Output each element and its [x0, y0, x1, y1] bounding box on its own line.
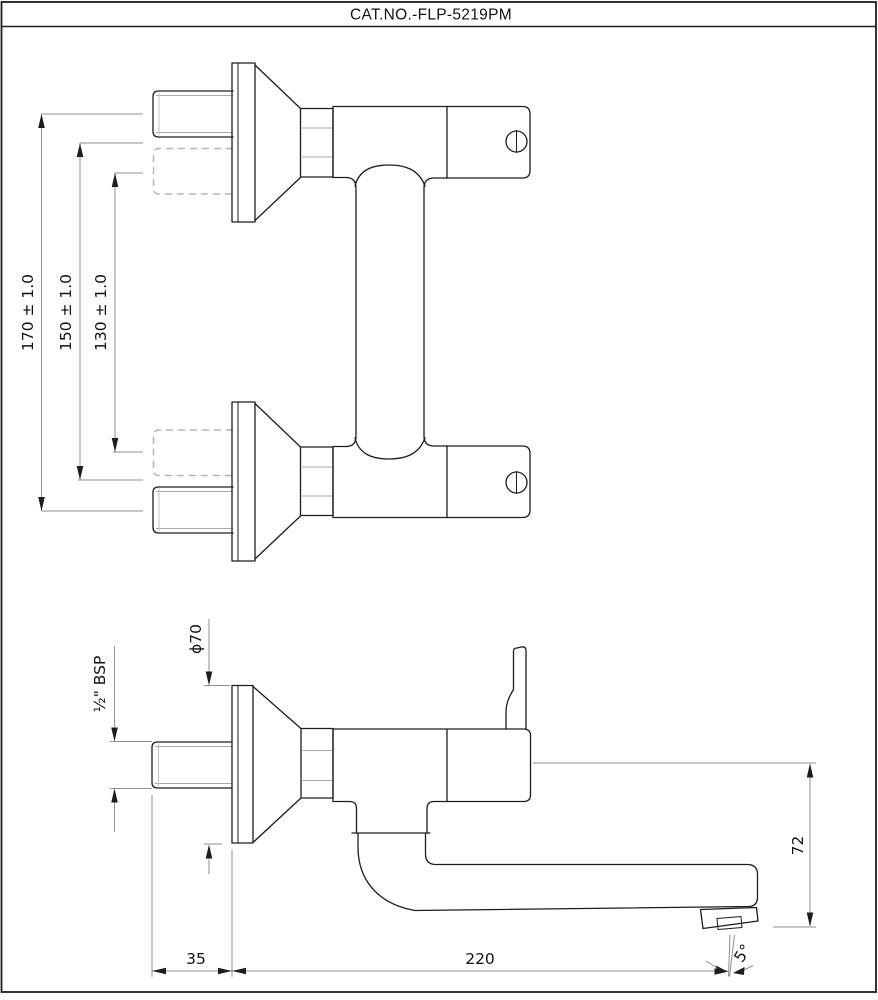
- cone-side: [252, 685, 302, 844]
- side-view: ϕ70 ½" BSP 35 220 5°: [91, 619, 816, 977]
- connecting-pipe: [345, 164, 435, 460]
- threaded-collar-bottom: [299, 446, 334, 517]
- threaded-collar-side: [300, 727, 334, 799]
- cone-bottom: [254, 402, 302, 560]
- dim-line-150: [78, 142, 143, 481]
- wall-flange-top: [231, 62, 334, 223]
- angle-dimension: 5°: [705, 934, 755, 977]
- valve-body-side: [332, 728, 532, 834]
- spout: [351, 832, 759, 930]
- inlet-nipple-side: [151, 741, 233, 789]
- valve-body-top: [332, 105, 531, 179]
- bsp-dimension: ½" BSP: [91, 646, 152, 832]
- arrowhead: [111, 173, 119, 187]
- dim-72: 72: [533, 762, 816, 928]
- dim-label-150: 150 ± 1.0: [57, 274, 75, 351]
- arrowhead: [38, 497, 45, 511]
- aerator-insert: [716, 916, 743, 930]
- valve-body-bottom: [332, 445, 531, 519]
- dia70-dimension: ϕ70: [187, 619, 230, 874]
- dim-label-72: 72: [789, 836, 807, 856]
- dim-label-dia70: ϕ70: [187, 624, 205, 654]
- dim-line-170: [41, 113, 143, 512]
- dim-label-35: 35: [186, 950, 206, 968]
- threaded-collar-top: [299, 107, 334, 178]
- arrowhead: [38, 114, 45, 128]
- arrowhead: [76, 466, 84, 480]
- lever-handle: [505, 646, 527, 730]
- catalog-number-title: CAT.NO.-FLP-5219PM: [350, 7, 512, 24]
- arrowhead: [111, 438, 119, 452]
- dim-line-130: [113, 172, 143, 453]
- body-dome-top: [354, 164, 426, 187]
- wall-flange-bottom: [231, 401, 334, 562]
- body-dome-bottom: [354, 437, 426, 460]
- wall-flange-side: [231, 684, 334, 844]
- front-view: 170 ± 1.0 150 ± 1.0 130 ± 1.0: [19, 62, 531, 562]
- dim-label-220: 220: [465, 950, 495, 968]
- spout-outline: [357, 832, 759, 912]
- hidden-inlet-bottom: [152, 429, 233, 477]
- dim-label-130: 130 ± 1.0: [92, 274, 110, 351]
- front-view-dimensions: 170 ± 1.0 150 ± 1.0 130 ± 1.0: [19, 113, 143, 512]
- dim-label-5deg: 5°: [730, 941, 755, 966]
- inlet-nipple-bottom: [152, 486, 234, 534]
- aerator: [699, 906, 759, 930]
- dim-label-170: 170 ± 1.0: [19, 274, 37, 351]
- arrowhead: [76, 143, 84, 157]
- hidden-inlet-top: [152, 147, 233, 195]
- dim-label-bsp: ½" BSP: [91, 656, 109, 713]
- inlet-nipple-top: [152, 90, 234, 138]
- cone-top: [254, 64, 302, 222]
